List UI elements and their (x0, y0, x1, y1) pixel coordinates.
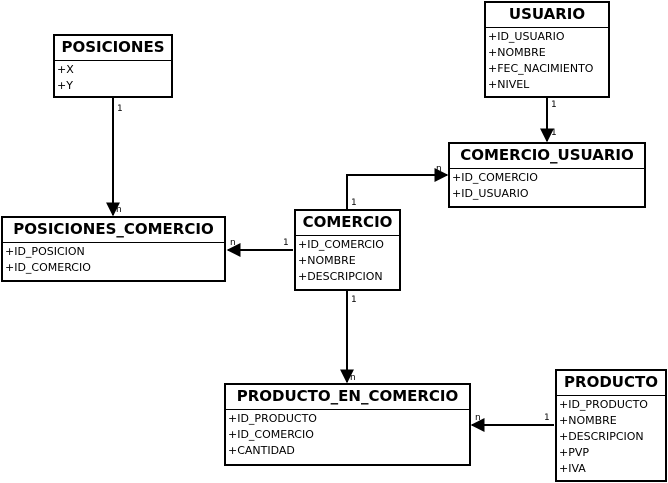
entity-comercio-usuario[interactable]: COMERCIO_USUARIO +ID_COMERCIO +ID_USUARI… (448, 142, 646, 208)
mult-comercio-usuario-1: 1 (551, 128, 557, 138)
attr-id-usuario: +ID_USUARIO (488, 30, 565, 43)
entity-title: PRODUCTO_EN_COMERCIO (226, 385, 469, 410)
entity-producto[interactable]: PRODUCTO +ID_PRODUCTO +NOMBRE +DESCRIPCI… (555, 369, 667, 482)
entity-producto-en-comercio[interactable]: PRODUCTO_EN_COMERCIO +ID_PRODUCTO +ID_CO… (224, 383, 471, 466)
mult-comercio-1-top: 1 (351, 198, 357, 208)
attr-descripcion: +DESCRIPCION (298, 270, 383, 283)
mult-producto-1: 1 (544, 413, 550, 423)
mult-producto-en-comercio-n-right: n (475, 413, 481, 423)
attr-cantidad: +CANTIDAD (228, 444, 295, 457)
mult-usuario-1: 1 (551, 100, 557, 110)
attr-nombre: +NOMBRE (298, 254, 356, 267)
attr-y: +Y (57, 79, 73, 92)
entity-title: COMERCIO_USUARIO (450, 144, 644, 169)
attr-nombre: +NOMBRE (559, 414, 617, 427)
entity-title: USUARIO (486, 3, 608, 28)
attr-id-comercio: +ID_COMERCIO (5, 261, 91, 274)
entity-title: POSICIONES (55, 36, 171, 61)
mult-posiciones-1: 1 (117, 104, 123, 114)
connector-comercio-comercio-usuario (346, 168, 449, 209)
attr-nombre: +NOMBRE (488, 46, 546, 59)
attr-id-usuario: +ID_USUARIO (452, 187, 529, 200)
attr-pvp: +PVP (559, 446, 590, 459)
entity-title: COMERCIO (296, 211, 399, 236)
attr-nivel: +NIVEL (488, 78, 530, 91)
mult-comercio-1-left: 1 (283, 238, 289, 248)
mult-posiciones-comercio-n: n (116, 205, 122, 215)
mult-producto-en-comercio-n-top: n (350, 373, 356, 383)
attr-iva: +IVA (559, 462, 586, 475)
entity-comercio[interactable]: COMERCIO +ID_COMERCIO +NOMBRE +DESCRIPCI… (294, 209, 401, 291)
mult-comercio-usuario-n: n (436, 164, 442, 174)
attr-fec-nacimiento: +FEC_NACIMIENTO (488, 62, 594, 75)
entity-title: POSICIONES_COMERCIO (3, 218, 224, 243)
entity-usuario[interactable]: USUARIO +ID_USUARIO +NOMBRE +FEC_NACIMIE… (484, 1, 610, 98)
entity-posiciones-comercio[interactable]: POSICIONES_COMERCIO +ID_POSICION +ID_COM… (1, 216, 226, 282)
entity-title: PRODUCTO (557, 371, 665, 396)
mult-posiciones-comercio-n-right: n (230, 238, 236, 248)
attr-x: +X (57, 63, 74, 76)
mult-comercio-1-bottom: 1 (351, 295, 357, 305)
attr-id-comercio: +ID_COMERCIO (298, 238, 384, 251)
attr-id-comercio: +ID_COMERCIO (228, 428, 314, 441)
attr-id-posicion: +ID_POSICION (5, 245, 85, 258)
attr-id-producto: +ID_PRODUCTO (228, 412, 317, 425)
attr-descripcion: +DESCRIPCION (559, 430, 644, 443)
attr-id-producto: +ID_PRODUCTO (559, 398, 648, 411)
attr-id-comercio: +ID_COMERCIO (452, 171, 538, 184)
entity-posiciones[interactable]: POSICIONES +X +Y (53, 34, 173, 98)
